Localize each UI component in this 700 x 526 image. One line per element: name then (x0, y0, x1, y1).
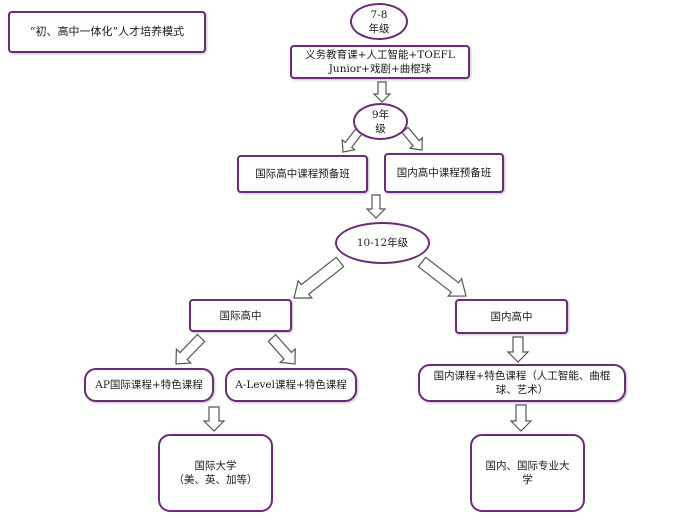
dom-univ-label: 国内、国际专业大 学 (485, 460, 570, 486)
arrow-7-8-to-9 (372, 81, 392, 103)
grade-7-8-label: 7-8 年级 (368, 8, 390, 35)
node-intl-prep: 国际高中课程预备班 (237, 155, 368, 193)
node-dom-course: 国内课程+特色课程（人工智能、曲棍 球、艺术） (418, 364, 626, 402)
title-box: “初、高中一体化”人才培养模式 (8, 11, 206, 53)
intl-univ-label: 国际大学 （美、英、加等） (173, 460, 258, 486)
node-compulsory: 义务教育课+人工智能+TOEFL Junior+戏剧+曲棍球 (290, 45, 470, 79)
node-dom-high: 国内高中 (455, 299, 568, 334)
arrow-intl-high-to-alevel (267, 333, 296, 365)
dom-course-label: 国内课程+特色课程（人工智能、曲棍 球、艺术） (433, 370, 611, 396)
arrow-dom-high-to-course (506, 336, 530, 363)
dom-high-label: 国内高中 (490, 310, 533, 323)
node-grade-10-12: 10-12年级 (335, 222, 430, 264)
node-ap: AP国际课程+特色课程 (84, 368, 214, 402)
intl-high-label: 国际高中 (219, 309, 262, 322)
arrow-10-12-to-intl-high (293, 256, 345, 299)
grade-9-label: 9年 级 (371, 108, 390, 135)
arrow-prep-to-10-12 (365, 194, 387, 219)
alevel-label: A-Level课程+特色课程 (235, 379, 347, 391)
compulsory-label: 义务教育课+人工智能+TOEFL Junior+戏剧+曲棍球 (305, 49, 455, 75)
node-dom-univ: 国内、国际专业大 学 (470, 434, 585, 512)
dom-prep-label: 国内高中课程预备班 (396, 167, 492, 179)
node-dom-prep: 国内高中课程预备班 (384, 153, 504, 193)
node-grade-7-8: 7-8 年级 (350, 3, 408, 40)
intl-prep-label: 国际高中课程预备班 (255, 168, 350, 180)
title-text: “初、高中一体化”人才培养模式 (29, 25, 185, 38)
node-grade-9: 9年 级 (353, 103, 408, 140)
arrow-10-12-to-dom-high (417, 256, 467, 297)
arrow-ap-to-intl-univ (202, 406, 226, 432)
grade-10-12-label: 10-12年级 (356, 237, 409, 249)
arrow-course-to-dom-univ (509, 404, 533, 432)
arrow-intl-high-to-ap (175, 333, 206, 365)
node-intl-high: 国际高中 (189, 299, 292, 332)
ap-label: AP国际课程+特色课程 (95, 379, 203, 391)
arrow-9-to-dom-prep (401, 126, 423, 151)
node-alevel: A-Level课程+特色课程 (225, 368, 357, 402)
node-intl-univ: 国际大学 （美、英、加等） (158, 434, 273, 512)
